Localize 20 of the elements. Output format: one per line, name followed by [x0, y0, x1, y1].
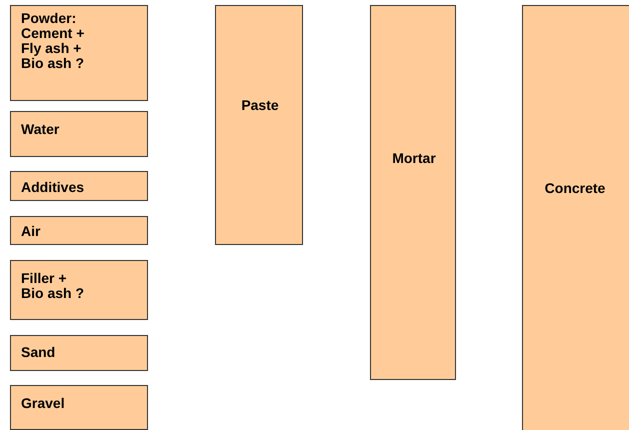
component-box [10, 111, 148, 157]
box-label: Mortar [391, 151, 437, 166]
component-box [522, 5, 629, 430]
component-box [215, 5, 303, 245]
box-label: Filler + Bio ash ? [21, 271, 86, 301]
component-box [10, 335, 148, 371]
component-box [10, 171, 148, 201]
component-box [10, 216, 148, 245]
box-label: Additives [21, 180, 84, 195]
box-label: Water [21, 122, 60, 137]
component-box [10, 385, 148, 430]
box-label: Concrete [544, 181, 606, 196]
box-label: Sand [21, 345, 56, 360]
component-box [10, 5, 148, 101]
box-label: Gravel [21, 396, 65, 411]
component-box [370, 5, 456, 380]
box-label: Air [21, 224, 40, 239]
box-label: Powder: Cement + Fly ash + Bio ash ? [21, 11, 86, 71]
box-label: Paste [240, 98, 280, 113]
component-box [10, 260, 148, 320]
